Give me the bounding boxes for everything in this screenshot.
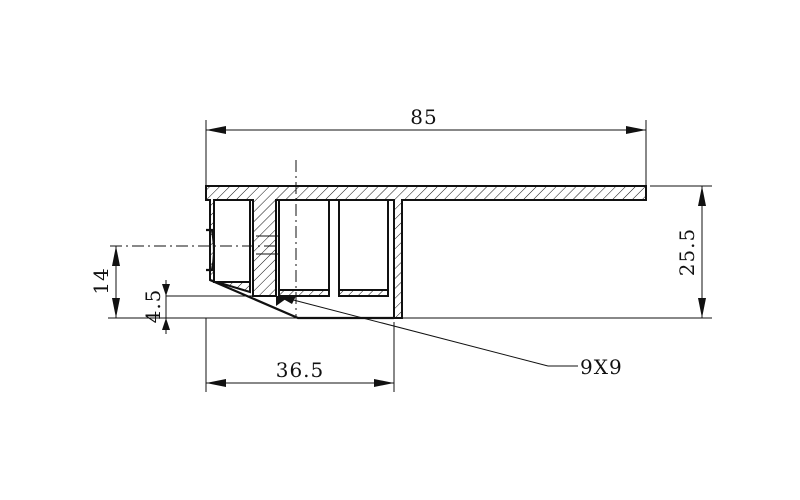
dimension-center-height: 14: [89, 246, 120, 318]
dimension-base-width: 36.5: [206, 358, 394, 387]
dim-label-14: 14: [89, 267, 113, 294]
callout-label: 9X9: [580, 355, 623, 379]
dimension-step-height: 4.5: [141, 280, 170, 334]
top-flange: [205, 185, 647, 319]
dim-label-4-5: 4.5: [141, 289, 165, 324]
dim-label-85: 85: [410, 105, 437, 129]
callout-9x9: 9X9: [277, 295, 623, 379]
inner-cavity-middle: [278, 199, 330, 291]
inner-cavity-left: [213, 199, 251, 283]
dim-label-25-5: 25.5: [675, 228, 699, 277]
dimension-overall-length: 85: [206, 105, 646, 134]
profile-section: [205, 185, 647, 320]
dim-label-36-5: 36.5: [276, 358, 325, 382]
inner-cavity-right: [338, 199, 389, 291]
dimension-overall-height: 25.5: [675, 186, 706, 318]
